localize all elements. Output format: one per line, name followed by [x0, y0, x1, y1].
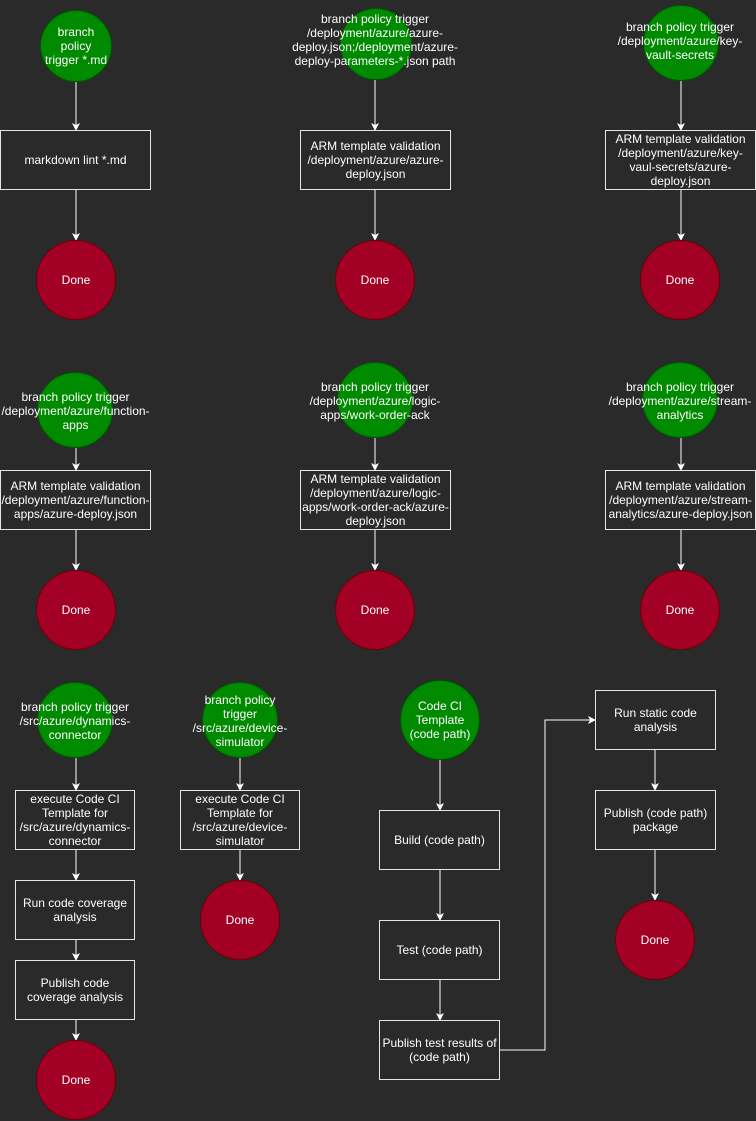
flow2-step1-box[interactable]: ARM template validation /deployment/azur… [300, 130, 451, 190]
flow3-trigger-label: branch policy trigger /deployment/azure/… [617, 20, 743, 62]
flow9-trigger-label: Code CI Template (code path) [409, 699, 471, 741]
flow9-step2-box[interactable]: Test (code path) [379, 920, 500, 980]
flow3-done-node[interactable]: Done [640, 240, 720, 320]
flow8-done-label: Done [225, 913, 255, 927]
flow5-trigger-text: branch policy trigger /deployment/azure/… [290, 379, 460, 423]
flow8-step1-label: execute Code CI Template for /src/azure/… [192, 792, 288, 848]
flow1-done-label: Done [61, 273, 91, 287]
flow9-step1-box[interactable]: Build (code path) [379, 810, 500, 870]
flow4-trigger-node[interactable] [37, 372, 113, 448]
flow5-step1-label: ARM template validation /deployment/azur… [302, 472, 449, 528]
flow6-trigger-node[interactable] [642, 362, 718, 438]
flow1-trigger-node[interactable]: branch policy trigger *.md [40, 10, 112, 82]
flow3-step1-box[interactable]: ARM template validation /deployment/azur… [605, 130, 756, 190]
flow9-step5-label: Publish (code path) package [603, 806, 708, 834]
flow9-trigger-node[interactable]: Code CI Template (code path) [400, 680, 480, 760]
flow9-edge-4 [500, 716, 596, 1051]
flow8-trigger-node[interactable] [202, 682, 278, 758]
flow9-step3-box[interactable]: Publish test results of (code path) [379, 1020, 500, 1080]
flow1-step1-box[interactable]: markdown lint *.md [0, 130, 151, 190]
flow9-done-label: Done [640, 933, 670, 947]
flow9-step5-box[interactable]: Publish (code path) package [595, 790, 716, 850]
flow7-step1-box[interactable]: execute Code CI Template for /src/azure/… [15, 790, 135, 850]
flow5-trigger-label: branch policy trigger /deployment/azure/… [309, 380, 441, 422]
flow9-step1-label: Build (code path) [394, 833, 485, 847]
flow2-step1-label: ARM template validation /deployment/azur… [307, 139, 444, 181]
flow5-step1-box[interactable]: ARM template validation /deployment/azur… [300, 470, 451, 530]
flow9-step4-box[interactable]: Run static code analysis [595, 690, 716, 750]
flow6-done-label: Done [665, 603, 695, 617]
flow4-done-node[interactable]: Done [36, 570, 116, 650]
flow4-trigger-text: branch policy trigger /deployment/azure/… [0, 389, 151, 433]
flow2-trigger-node[interactable] [340, 8, 412, 80]
flow6-step1-box[interactable]: ARM template validation /deployment/azur… [605, 470, 756, 530]
flow3-trigger-node[interactable] [643, 5, 719, 81]
flow2-done-node[interactable]: Done [335, 240, 415, 320]
flow2-trigger-label: branch policy trigger /deployment/azure/… [292, 12, 458, 68]
flow5-done-node[interactable]: Done [335, 570, 415, 650]
flow6-trigger-label: branch policy trigger /deployment/azure/… [608, 380, 752, 422]
flow7-trigger-node[interactable] [37, 682, 113, 758]
flow8-trigger-label: branch policy trigger /src/azure/device-… [192, 693, 288, 749]
flow4-done-label: Done [61, 603, 91, 617]
flow7-done-node[interactable]: Done [36, 1040, 116, 1120]
flow7-trigger-text: branch policy trigger /src/azure/dynamic… [5, 699, 145, 743]
flow8-trigger-text: branch policy trigger /src/azure/device-… [180, 692, 300, 750]
flow4-trigger-label: branch policy trigger /deployment/azure/… [1, 390, 150, 432]
flow9-step4-label: Run static code analysis [614, 706, 697, 734]
flow6-done-node[interactable]: Done [640, 570, 720, 650]
flow7-step2-label: Run code coverage analysis [22, 896, 128, 924]
flow7-step3-box[interactable]: Publish code coverage analysis [15, 960, 135, 1020]
flow3-step1-label: ARM template validation /deployment/azur… [615, 132, 746, 188]
flow6-step1-label: ARM template validation /deployment/azur… [608, 479, 753, 521]
flow7-step3-label: Publish code coverage analysis [26, 976, 124, 1004]
flow7-step2-box[interactable]: Run code coverage analysis [15, 880, 135, 940]
flow7-done-label: Done [61, 1073, 91, 1087]
flow5-done-label: Done [360, 603, 390, 617]
flow5-trigger-node[interactable] [337, 362, 413, 438]
flow3-done-label: Done [665, 273, 695, 287]
flow4-step1-label: ARM template validation /deployment/azur… [1, 479, 150, 521]
flow6-trigger-text: branch policy trigger /deployment/azure/… [600, 379, 756, 423]
flow7-trigger-label: branch policy trigger /src/azure/dynamic… [19, 700, 131, 742]
flow8-done-node[interactable]: Done [200, 880, 280, 960]
flow9-step2-label: Test (code path) [396, 943, 483, 957]
flow1-done-node[interactable]: Done [36, 240, 116, 320]
flow9-step3-label: Publish test results of (code path) [382, 1036, 497, 1064]
flow1-trigger-label: branch policy trigger *.md [44, 25, 108, 67]
flow2-trigger-text: branch policy trigger /deployment/azure/… [270, 12, 480, 68]
flow8-step1-box[interactable]: execute Code CI Template for /src/azure/… [180, 790, 300, 850]
flow9-done-node[interactable]: Done [615, 900, 695, 980]
flow2-done-label: Done [360, 273, 390, 287]
flow4-step1-box[interactable]: ARM template validation /deployment/azur… [0, 470, 151, 530]
flow1-step1-label: markdown lint *.md [24, 153, 127, 167]
flow7-step1-label: execute Code CI Template for /src/azure/… [19, 792, 131, 848]
flow3-trigger-text: branch policy trigger /deployment/azure/… [600, 18, 756, 64]
